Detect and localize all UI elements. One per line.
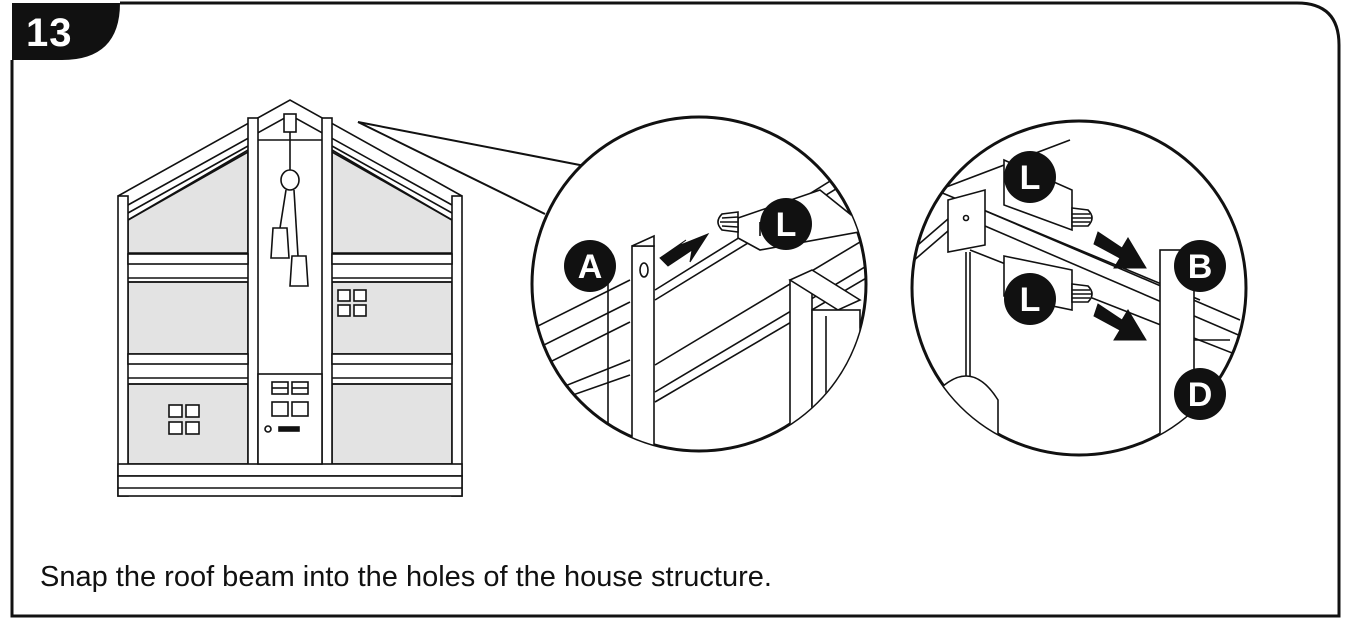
middle-beam-right [331, 353, 453, 365]
door-mail-slot [278, 426, 300, 432]
lamp-ceiling-cup [280, 169, 300, 191]
label-A: A [578, 248, 603, 286]
base-beam [117, 463, 463, 477]
label-L-right-bottom: L [1020, 281, 1041, 319]
lamp-shade-right [289, 255, 309, 287]
step-number-badge [12, 3, 120, 60]
right-bottom-panel [331, 383, 453, 465]
center-right-post [321, 117, 333, 467]
hole-A [639, 262, 649, 278]
roof-outer-edge [117, 99, 463, 197]
peg-right-bottom [1071, 283, 1093, 303]
right-gable-panel [331, 148, 453, 254]
right-outer-post [451, 195, 463, 497]
label-B: B [1188, 248, 1213, 286]
arrow-to-A [659, 232, 710, 267]
left-middle-panel [127, 281, 249, 355]
center-left-post [247, 117, 259, 467]
lamp-shade-left [270, 227, 290, 259]
instruction-caption: Snap the roof beam into the holes of the… [40, 561, 772, 593]
label-L-circle-right-bottom [1004, 273, 1056, 325]
peg-right-top [1071, 207, 1093, 227]
label-A-circle [564, 240, 616, 292]
detail-circle-right: L L B D [910, 119, 1248, 457]
step-frame [10, 1, 1341, 618]
label-B-circle [1174, 240, 1226, 292]
roof-inner-edge-2 [127, 145, 249, 214]
door [257, 373, 323, 465]
upper-beam-right [331, 253, 453, 265]
callout-line-bottom [357, 121, 546, 215]
right-middle-panel [331, 281, 453, 355]
roof-inner-edge-4 [127, 151, 249, 221]
label-D-circle [1174, 368, 1226, 420]
door-knob [264, 425, 272, 433]
label-D: D [1188, 376, 1213, 414]
roof-inner-edge-5 [331, 151, 453, 221]
label-L-circle-right-top [1004, 151, 1056, 203]
left-gable-panel [127, 148, 249, 254]
arrow-to-B [1093, 231, 1147, 269]
lower-left-window [168, 404, 200, 435]
upper-right-window [337, 289, 367, 317]
middle-beam-left [127, 353, 249, 365]
label-L-right-top: L [1020, 159, 1041, 197]
base-plinth [117, 475, 463, 497]
step-number: 13 [26, 11, 73, 55]
detail-circle-left: L A [530, 115, 868, 453]
upper-beam-left [127, 253, 249, 265]
house-frame-drawing [117, 99, 463, 497]
roof-inner-edge-3 [331, 145, 453, 214]
left-outer-post [117, 195, 129, 497]
arrow-to-D [1093, 303, 1147, 341]
callout-line-top [357, 121, 586, 167]
roof-beam-block [283, 113, 297, 133]
label-L-circle-left [760, 198, 812, 250]
label-L-left: L [776, 206, 797, 244]
